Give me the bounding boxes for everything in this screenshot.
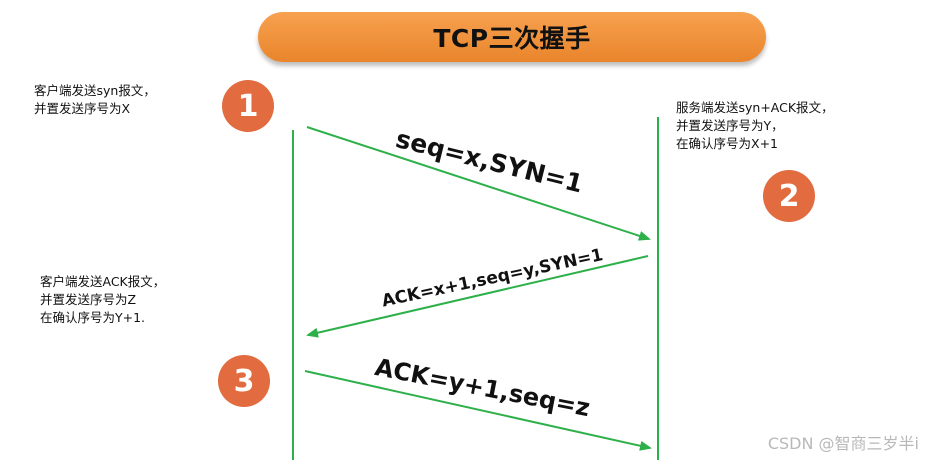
step-2-badge: 2 [763, 170, 815, 222]
watermark: CSDN @智商三岁半i [767, 434, 919, 453]
step-1-note: 客户端发送syn报文， 并置发送序号为X [34, 82, 156, 118]
client-timeline [292, 130, 294, 460]
step-3-badge: 3 [218, 355, 270, 407]
step-1-badge: 1 [222, 80, 274, 132]
note-line: 并置发送序号为X [34, 101, 131, 116]
diagram-title: TCP三次握手 [433, 24, 591, 53]
syn-ack-arrow [306, 255, 649, 338]
syn-arrow [306, 126, 651, 241]
note-line: 客户端发送ACK报文， [40, 274, 166, 289]
note-line: 并置发送序号为Z [40, 292, 137, 307]
note-line: 客户端发送syn报文， [34, 83, 156, 98]
step-2-note: 服务端发送syn+ACK报文， 并置发送序号为Y， 在确认序号为X+1 [676, 99, 834, 153]
note-line: 在确认序号为X+1 [676, 136, 778, 151]
step-3-note: 客户端发送ACK报文， 并置发送序号为Z 在确认序号为Y+1. [40, 273, 165, 327]
ack-arrow [304, 370, 652, 451]
title-banner: TCP三次握手 [258, 12, 766, 62]
server-timeline [657, 117, 659, 460]
note-line: 服务端发送syn+ACK报文， [676, 100, 834, 115]
note-line: 在确认序号为Y+1. [40, 310, 146, 325]
note-line: 并置发送序号为Y， [676, 118, 784, 133]
